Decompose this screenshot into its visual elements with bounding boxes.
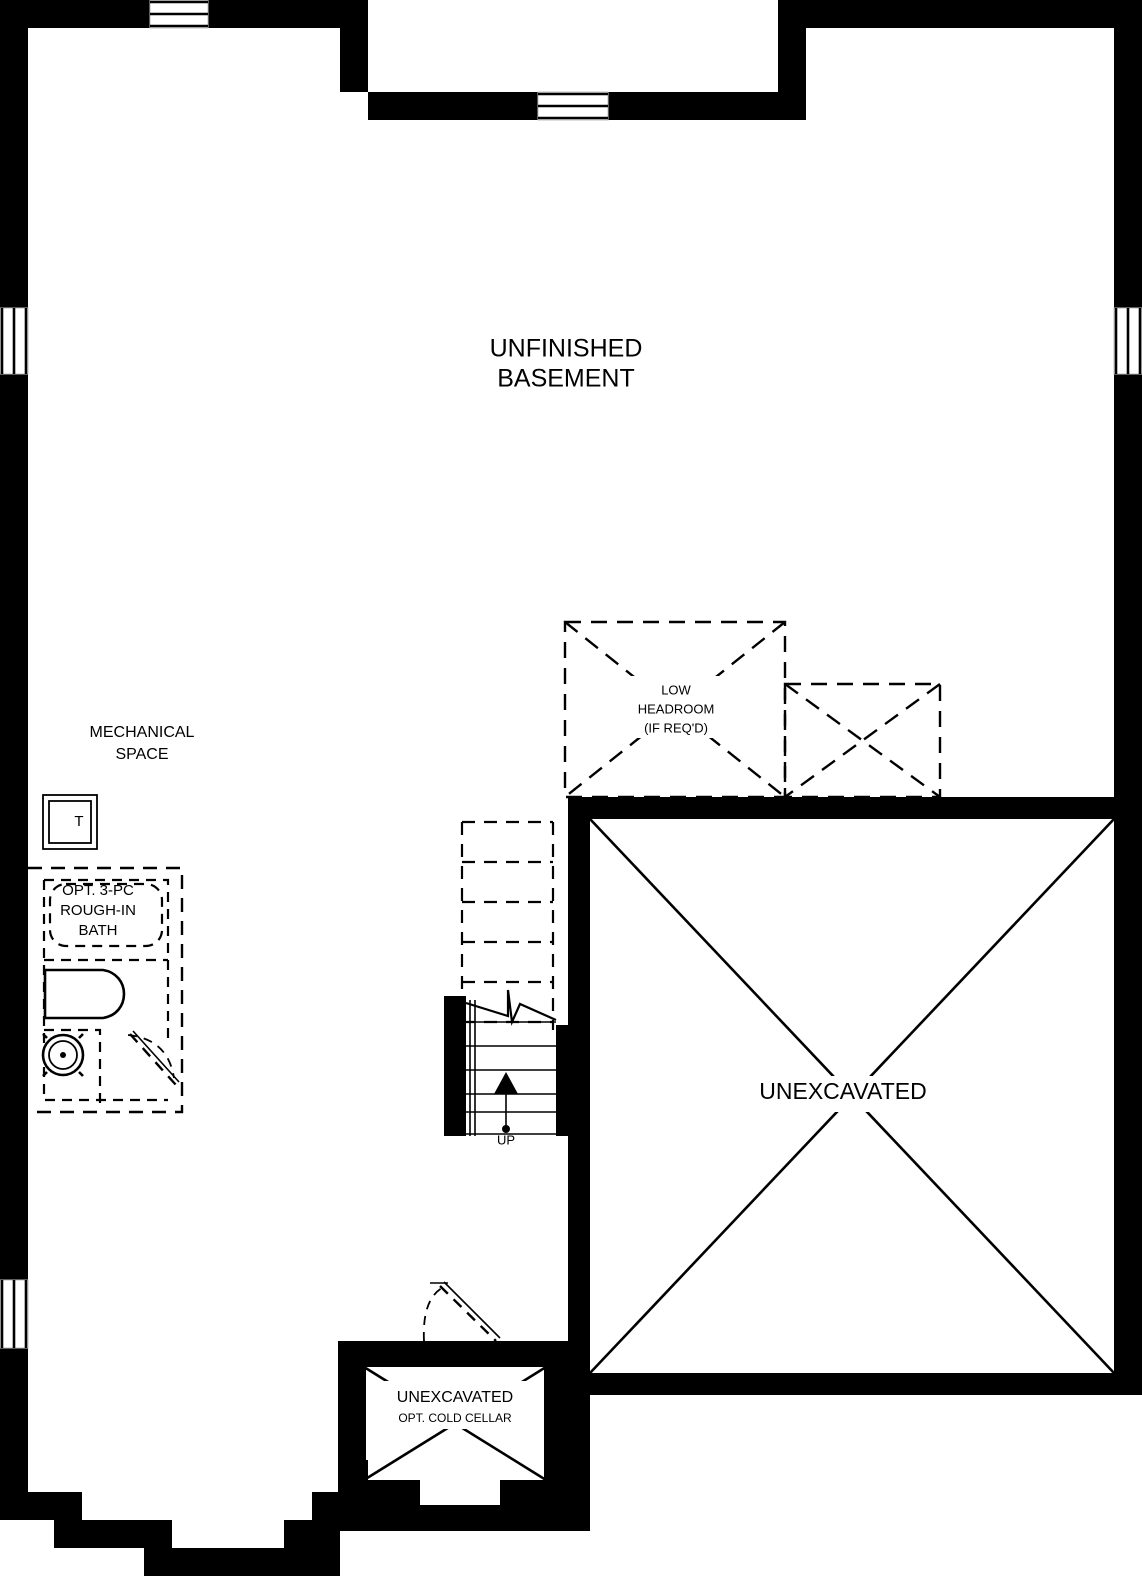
- water-heater-inner: [48, 800, 92, 844]
- stair-direction-label: UP: [497, 1132, 515, 1147]
- wall-left-lower: [0, 1348, 28, 1492]
- wall-top-right: [806, 0, 1142, 28]
- stair-wall-right: [556, 1025, 578, 1136]
- wall-bay-right-jamb: [778, 0, 806, 120]
- wall-bay-bottom-left: [368, 92, 538, 120]
- room-label-line2: SPACE: [115, 746, 168, 763]
- wall-left-upper: [0, 0, 28, 308]
- wall-right-upper: [1114, 0, 1142, 308]
- bath-door-leaf: [129, 1033, 177, 1086]
- coldcellar-door-leaf-edge: [443, 1281, 501, 1339]
- coldcellar-door-leaf: [439, 1285, 497, 1342]
- wall-step-1-v: [54, 1492, 82, 1520]
- stair-origin-dot: [502, 1125, 510, 1133]
- bath-door-arc: [127, 1034, 175, 1079]
- wall-coldcellar-sill-left: [364, 1480, 420, 1506]
- stair-break-line: [465, 989, 557, 1027]
- wall-bay-bottom-right: [608, 92, 778, 120]
- unexcavated-label-halo: [744, 1076, 944, 1112]
- water-heater-tag: T: [74, 813, 83, 830]
- bath-door-leaf-edge: [132, 1030, 180, 1083]
- stair-treads: [466, 1021, 556, 1135]
- bathtub-outline: [48, 882, 164, 948]
- low-headroom-zone: LOW HEADROOM (IF REQ'D): [563, 620, 942, 799]
- low-headroom-label-halo: [614, 676, 740, 738]
- label-unfinished-basement: UNFINISHED BASEMENT: [490, 335, 643, 393]
- water-heater-outer: [42, 794, 98, 850]
- unexcavated-label: UNEXCAVATED: [759, 1078, 926, 1104]
- stair-hidden-stringers: [460, 822, 555, 1030]
- wall-unexcavated-top: [568, 797, 1142, 819]
- low-headroom-label-line1: LOW: [661, 682, 691, 697]
- label-mechanical-space: MECHANICAL SPACE: [90, 724, 195, 763]
- unexcavated-cold-cellar: UNEXCAVATED OPT. COLD CELLAR: [363, 1281, 547, 1482]
- room-label-line1: MECHANICAL: [90, 724, 195, 741]
- lavatory-drain: [60, 1052, 66, 1058]
- lavatory-enclosure: [44, 1028, 102, 1108]
- low-headroom-x2-right: [784, 683, 941, 798]
- window-right-upper: [1113, 307, 1142, 375]
- coldcellar-door-arc: [422, 1287, 443, 1342]
- opt-rough-in-bath: OPT. 3-PC ROUGH-IN BATH: [28, 866, 184, 1114]
- toilet-bowl: [43, 968, 126, 1020]
- low-headroom-x1-right: [784, 683, 941, 798]
- wall-unexcavated-bottom: [568, 1373, 1142, 1395]
- wall-bay-left-jamb: [340, 0, 368, 92]
- low-headroom-label-line2: HEADROOM: [638, 701, 715, 716]
- window-top-left: [149, 0, 209, 29]
- basement-stair: UP: [444, 820, 578, 1147]
- low-headroom-box-left: [563, 620, 787, 799]
- bath-label-line1: OPT. 3-PC: [62, 882, 134, 899]
- wall-left-middle: [0, 374, 28, 1280]
- wall-right-lower: [1114, 374, 1142, 1395]
- wall-step-2-v: [144, 1520, 172, 1548]
- bath-label-line2: ROUGH-IN: [60, 902, 136, 919]
- wall-step-4-v: [284, 1520, 312, 1548]
- stair-wall-left: [444, 996, 466, 1136]
- low-headroom-box-right: [783, 682, 942, 799]
- water-heater-fixture: T: [42, 794, 98, 850]
- lavatory-basin-inner: [48, 1040, 78, 1070]
- bath-label-line3: BATH: [79, 922, 118, 939]
- stair-hidden-treads: [462, 820, 553, 1024]
- low-headroom-label-line3: (IF REQ'D): [644, 720, 708, 735]
- wall-coldcellar-top: [338, 1341, 570, 1367]
- wall-unexcavated-left: [568, 797, 590, 1395]
- wall-coldcellar-left-ext: [340, 1367, 366, 1487]
- windows: [0, 0, 1142, 1349]
- wall-coldcellar-bottom: [338, 1505, 570, 1531]
- wall-coldcellar-right: [544, 1341, 590, 1531]
- bath-inner-partition: [42, 878, 170, 1102]
- room-label-line1: UNFINISHED: [490, 335, 643, 363]
- window-left-lower: [0, 1279, 29, 1349]
- window-top-bay: [537, 91, 609, 121]
- stair-up-arrow-head: [494, 1072, 518, 1094]
- window-left-upper: [0, 307, 29, 375]
- lavatory-taps: [42, 1033, 84, 1077]
- coldcellar-label-halo: [372, 1381, 540, 1429]
- wall-step-3-h: [144, 1548, 340, 1576]
- unexcavated-main: UNEXCAVATED: [589, 818, 1115, 1374]
- coldcellar-label-line1: UNEXCAVATED: [397, 1389, 513, 1406]
- bath-room-outline: [28, 866, 184, 1114]
- room-label-line2: BASEMENT: [497, 365, 635, 393]
- coldcellar-label-line2: OPT. COLD CELLAR: [398, 1411, 512, 1425]
